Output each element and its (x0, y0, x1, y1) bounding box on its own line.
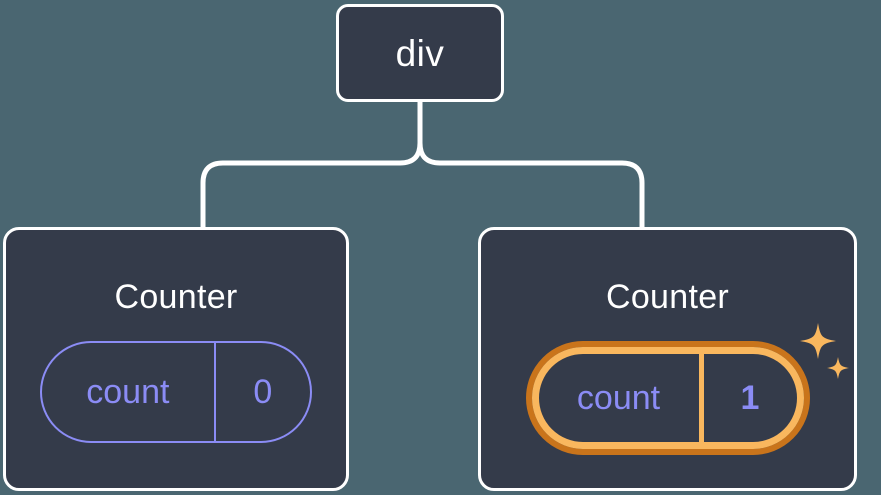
state-value: 0 (213, 343, 310, 441)
counter-title: Counter (114, 278, 238, 316)
state-value: 1 (698, 354, 797, 442)
counter-card-left[interactable]: Counter count 0 (3, 227, 349, 491)
node-div-label: div (395, 32, 445, 74)
state-pill-highlight-ring: count 1 (525, 341, 810, 455)
counter-card-right[interactable]: Counter count 1 (478, 227, 857, 491)
state-key: count (576, 378, 661, 417)
state-pill[interactable]: count 1 (531, 347, 804, 449)
state-key: count (86, 372, 170, 411)
state-pill-wrapper: count 0 (40, 341, 312, 443)
state-pill[interactable]: count 0 (40, 341, 312, 443)
state-pill-wrapper-highlighted: count 1 (525, 341, 810, 455)
node-div[interactable]: div (336, 4, 504, 102)
counter-title: Counter (605, 278, 730, 316)
